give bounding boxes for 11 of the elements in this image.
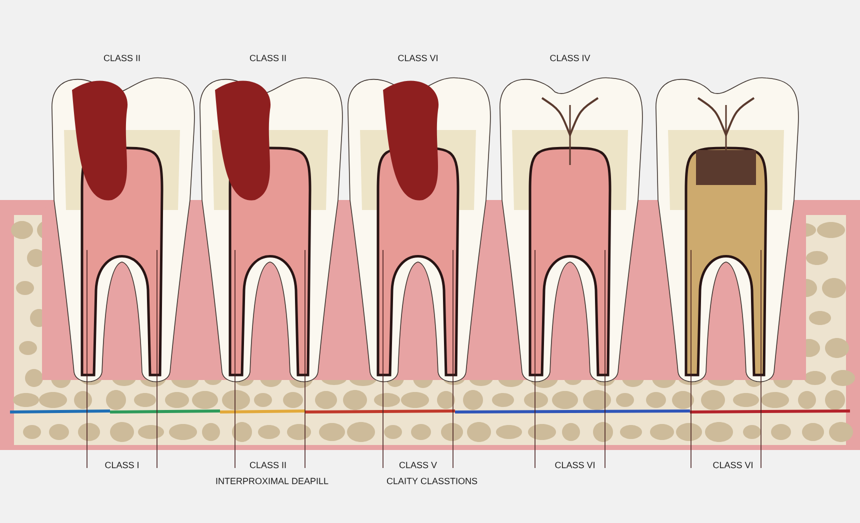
class-label: CLASS IV [550,54,590,62]
caption-text: CLAITY CLASSTIONS [386,478,478,484]
caption-text: INTERPROXIMAL DEAPILL [216,478,328,484]
class-label: CLASS II [250,462,286,468]
class-label: CLASS VI [713,462,752,468]
class-label: CLASS II [250,54,286,62]
class-label: CLASS I [105,462,138,468]
class-label: CLASS VI [555,462,594,468]
class-label: CLASS VI [398,54,438,62]
class-label: CLASS II [104,54,140,62]
class-label: CLASS V [399,462,437,468]
